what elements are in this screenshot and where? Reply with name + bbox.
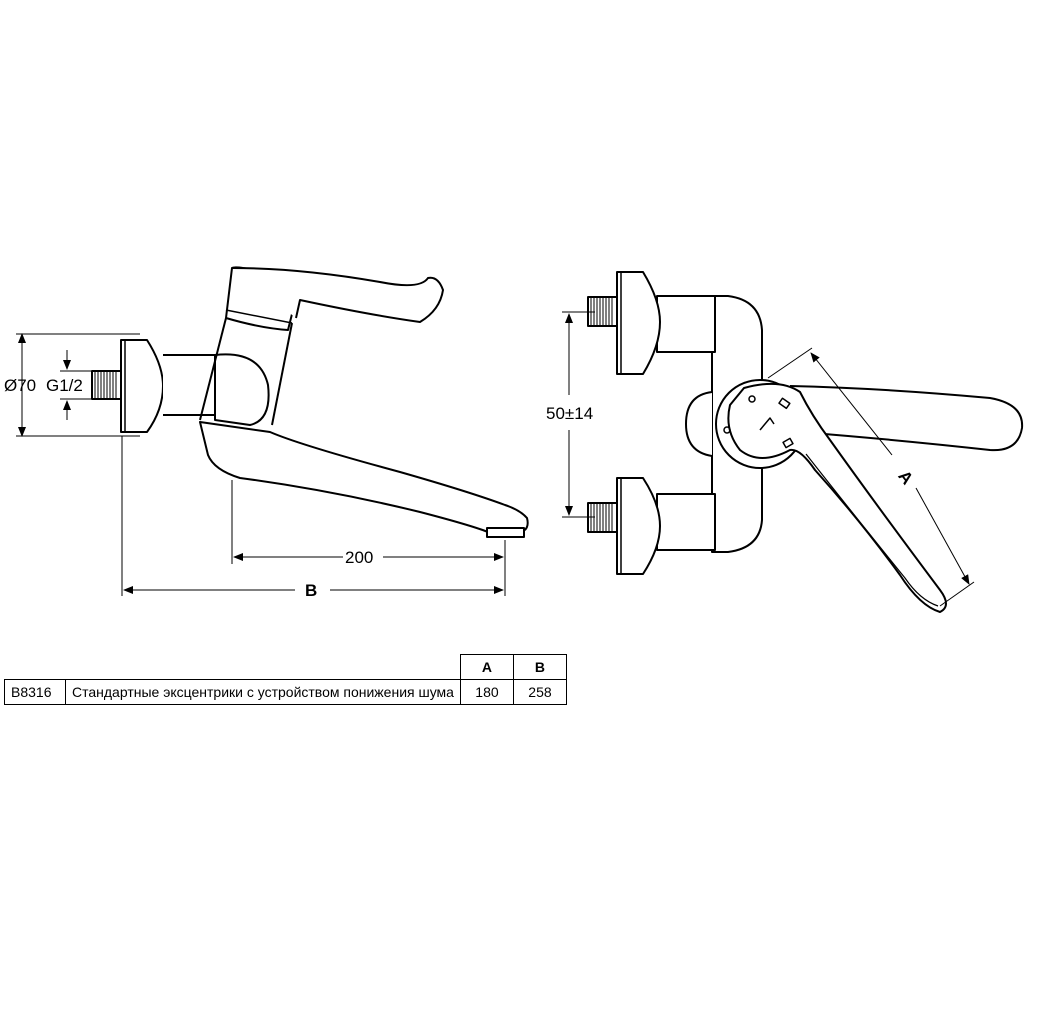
table-header-spacer — [5, 655, 66, 680]
spout — [199, 421, 529, 533]
product-code: B8316 — [4, 679, 66, 705]
table-header-row: A B — [5, 654, 567, 680]
lower-arm — [656, 493, 716, 551]
front-view-dimensions — [562, 311, 975, 607]
aerator — [486, 527, 525, 538]
table-header-b: B — [512, 654, 567, 680]
front-lever — [727, 382, 947, 613]
front-view — [587, 271, 1024, 613]
upper-arm — [656, 295, 716, 353]
table-header-a: A — [459, 654, 514, 680]
lower-flange — [616, 477, 661, 575]
table-header-spacer — [66, 655, 461, 680]
side-view-labels: Ø70 G1/2 200 B — [4, 376, 373, 600]
spout-length-label: 200 — [345, 548, 373, 567]
upper-flange — [616, 271, 661, 375]
connector-body — [163, 354, 216, 416]
diameter-label: Ø70 — [4, 376, 36, 395]
center-distance-label: 50±14 — [546, 404, 593, 423]
overall-length-label: B — [305, 581, 317, 600]
value-b: 258 — [512, 679, 567, 705]
mixer-body — [214, 353, 270, 426]
lever — [231, 267, 444, 323]
product-description: Стандартные эксцентрики с устройством по… — [65, 679, 461, 705]
wall-flange — [120, 339, 164, 433]
table-row: B8316 Стандартные эксцентрики с устройст… — [4, 679, 567, 705]
side-view-dimensions — [16, 333, 506, 596]
thread-label: G1/2 — [46, 376, 83, 395]
body-bulge — [685, 391, 713, 457]
side-view — [91, 266, 529, 538]
front-spout — [789, 385, 1024, 452]
lever-length-label: A — [894, 467, 917, 488]
value-a: 180 — [459, 679, 514, 705]
dimensions-table: A B B8316 Стандартные эксцентрики с устр… — [4, 654, 567, 705]
technical-drawing: Ø70 G1/2 200 B — [4, 266, 1024, 613]
